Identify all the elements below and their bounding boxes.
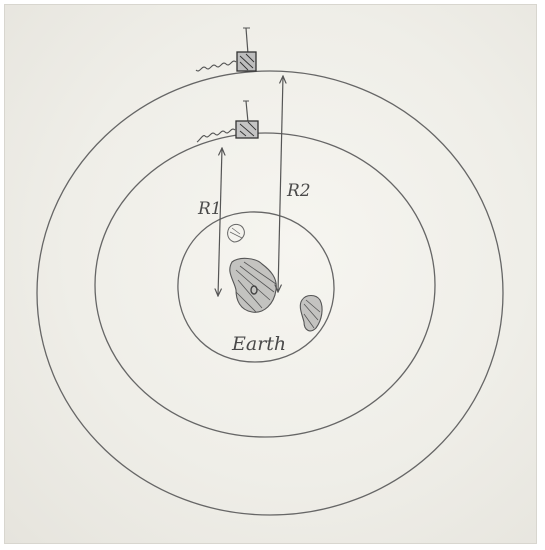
- continent-small: [228, 224, 245, 242]
- continent-main: [230, 258, 277, 312]
- r2-label: R2: [286, 181, 311, 201]
- r1-arrow: [218, 148, 222, 296]
- r1-label: R1: [197, 199, 222, 219]
- continent-right: [300, 296, 322, 331]
- satellite-inner-icon: [197, 101, 258, 142]
- satellite-outer-icon: [196, 28, 256, 71]
- r2-arrow: [278, 76, 283, 292]
- earth-label: Earth: [231, 333, 286, 355]
